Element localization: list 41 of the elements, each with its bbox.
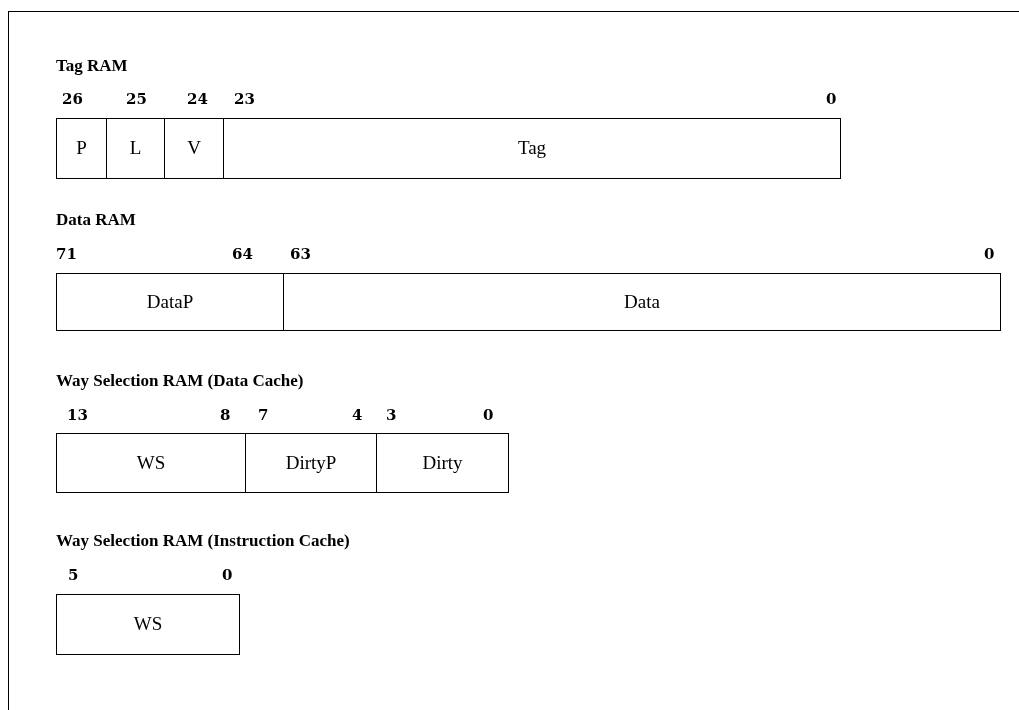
bit-field-cell bbox=[56, 594, 240, 655]
bit-number: 0 bbox=[222, 568, 233, 583]
field-name: DataP bbox=[146, 289, 194, 314]
bit-number: 3 bbox=[386, 408, 397, 423]
section-title: Way Selection RAM (Instruction Cache) bbox=[56, 532, 350, 549]
bit-number: 0 bbox=[984, 247, 995, 262]
bit-field-cell bbox=[56, 118, 107, 179]
bit-number: 26 bbox=[62, 92, 83, 107]
bit-number: 23 bbox=[234, 92, 255, 107]
bit-number: 24 bbox=[187, 92, 208, 107]
bit-field-cell bbox=[283, 273, 1001, 331]
field-name: V bbox=[187, 136, 201, 161]
bit-field-cell bbox=[56, 273, 284, 331]
field-name: Tag bbox=[517, 136, 547, 161]
bit-field-cell bbox=[223, 118, 841, 179]
field-name: DirtyP bbox=[285, 450, 337, 475]
field-name: WS bbox=[136, 450, 166, 475]
bit-number: 63 bbox=[290, 247, 311, 262]
bit-field-cell bbox=[106, 118, 165, 179]
bit-number: 71 bbox=[56, 247, 77, 262]
section-title: Way Selection RAM (Data Cache) bbox=[56, 372, 304, 389]
field-name: WS bbox=[133, 612, 163, 637]
bit-number: 8 bbox=[220, 408, 231, 423]
bit-field-cell bbox=[164, 118, 224, 179]
bit-number: 7 bbox=[258, 408, 269, 423]
bit-field-cell bbox=[245, 433, 377, 493]
bit-number: 5 bbox=[68, 568, 79, 583]
bit-number: 64 bbox=[232, 247, 253, 262]
bit-field-cell bbox=[376, 433, 509, 493]
field-name: P bbox=[76, 136, 87, 161]
bit-field-cell bbox=[56, 433, 246, 493]
field-name: Data bbox=[624, 289, 660, 314]
bit-number: 25 bbox=[126, 92, 147, 107]
bit-number: 0 bbox=[826, 92, 837, 107]
bit-number: 0 bbox=[483, 408, 494, 423]
section-title: Tag RAM bbox=[56, 57, 128, 74]
field-name: Dirty bbox=[422, 450, 463, 475]
bit-number: 13 bbox=[67, 408, 88, 423]
bit-number: 4 bbox=[352, 408, 363, 423]
section-title: Data RAM bbox=[56, 211, 136, 228]
field-name: L bbox=[129, 136, 142, 161]
